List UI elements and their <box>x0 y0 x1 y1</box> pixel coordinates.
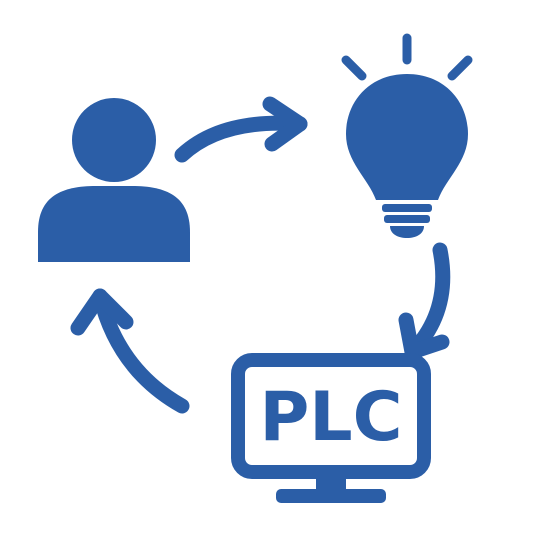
arrow-idea-to-plc <box>398 242 451 360</box>
light-rays <box>341 33 473 81</box>
monitor-stand <box>276 489 386 503</box>
monitor-neck <box>316 472 346 492</box>
plc-label: PLC <box>259 378 402 457</box>
lightbulb-icon <box>341 33 473 238</box>
user-icon <box>38 98 190 262</box>
plc-monitor-icon: PLC <box>231 353 431 503</box>
bulb-base <box>382 204 432 238</box>
arrow-person-to-idea <box>174 96 308 163</box>
bulb-glass <box>346 74 468 200</box>
arrow-plc-to-person <box>70 288 190 414</box>
